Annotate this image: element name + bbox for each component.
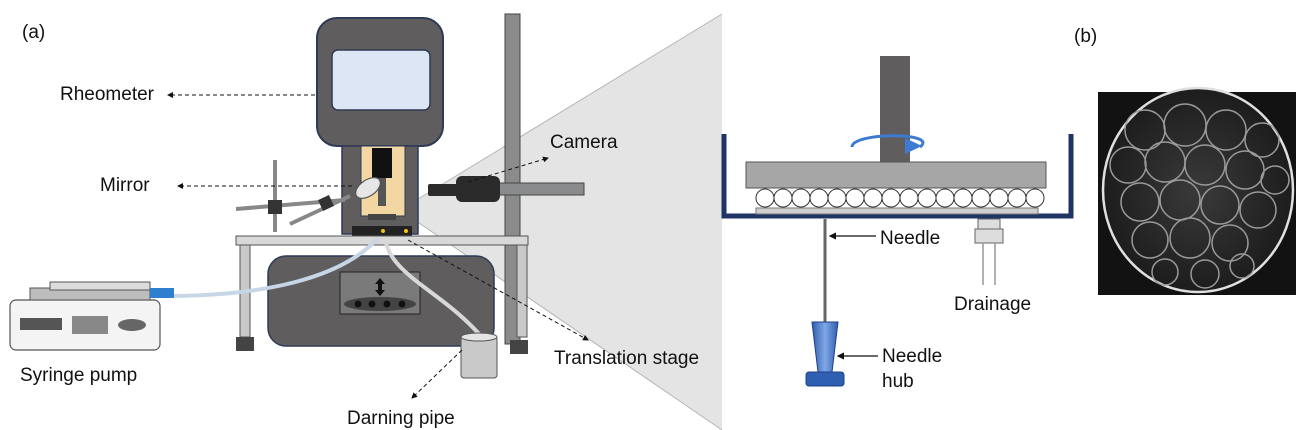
foam-micrograph [1098,86,1296,295]
shaft [378,178,386,206]
camera-body [456,176,500,202]
control-button-1 [354,300,362,308]
panel-label-a: (a) [22,22,45,43]
magnification-cone [400,14,722,430]
table-top [235,235,529,246]
pump-display [20,318,62,330]
camera-lens [428,184,458,196]
mirror [355,177,381,199]
camera-rail [497,182,585,196]
measuring-plate [368,214,396,220]
pump-knob [118,319,146,331]
rotation-arc [850,134,925,149]
syringe-tip [150,288,174,298]
label-drainage: Drainage [954,294,1031,315]
needle-hub [811,321,839,373]
updown-arrow-icon [375,278,385,296]
label-syringe-pump: Syringe pump [20,365,137,386]
pump-keypad [72,316,108,334]
button-strip [344,297,416,311]
label-mirror: Mirror [100,175,150,196]
label-darning-pipe: Darning pipe [347,408,455,429]
arrow-translation-stage [407,239,589,341]
panel-label-b: (b) [1074,26,1097,47]
darning-pipe-beaker [460,335,498,379]
label-needle: Needle [880,228,940,249]
beaker-rim [460,332,498,342]
bottom-plate [755,207,1039,215]
label-needle-hub-line2: hub [882,371,914,392]
arrow-darning-pipe [411,349,463,399]
rheometer-screen [331,49,431,111]
rotation-arrow-icon [905,138,922,154]
table-foot-left [236,337,254,351]
drain-tube [383,237,482,337]
stage-indicator-2 [404,229,408,233]
label-rheometer: Rheometer [60,84,155,105]
control-button-3 [383,300,391,308]
syringe-barrel [49,281,151,291]
cell-frame [721,134,1074,219]
stage-indicator [381,229,385,233]
label-translation-stage: Translation stage [554,348,699,369]
drainage-fitting-top [977,218,1001,230]
table-leg-right [516,244,528,338]
mirror-clamp-1 [268,200,282,214]
cone-edge-top [399,13,723,211]
syringe-tube [173,236,380,298]
mirror-clamp-2 [318,195,334,211]
shaft-top [372,148,392,178]
mirror-arm-2 [289,194,351,226]
cone-edge-bottom [399,209,723,430]
control-button-2 [368,300,376,308]
label-camera: Camera [550,132,618,153]
label-needle-hub-line1: Needle [882,346,942,367]
top-plate [745,161,1047,189]
drainage-fitting-nut [974,228,1004,244]
needle-hub-base [805,371,845,387]
bubble-row [755,188,1045,208]
stand-foot-right [510,340,528,354]
control-button-4 [398,300,406,308]
